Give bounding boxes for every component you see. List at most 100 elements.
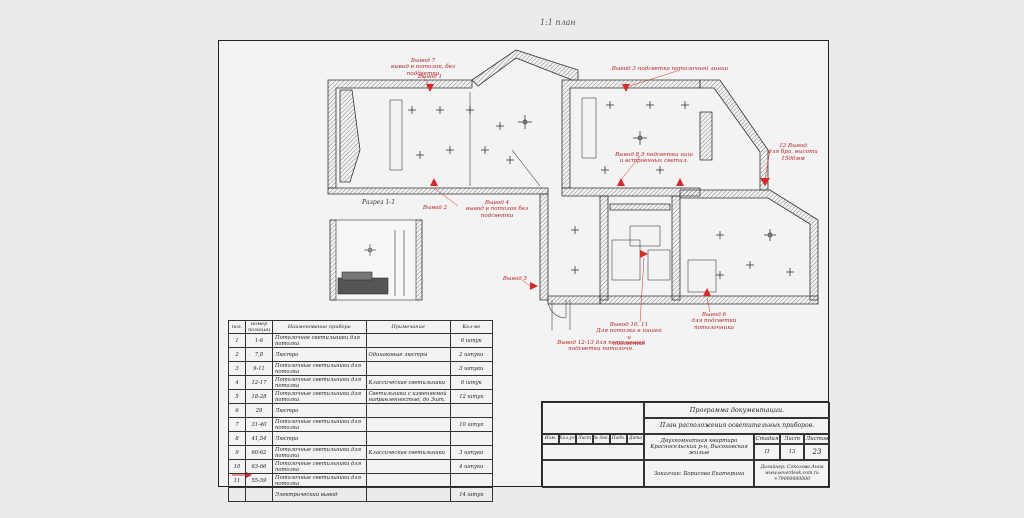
legend-cell-note: Одинаковые люстры — [365, 347, 451, 362]
legend-cell-name: Люстра — [272, 403, 367, 418]
legend-cell-note — [365, 333, 451, 348]
title-block: Программа документации. План расположени… — [541, 401, 830, 488]
legend-cell-qty — [449, 403, 494, 418]
legend-cell-pos: 29 — [244, 403, 274, 418]
object-name: Двухкомнатная квартира Красносельский р-… — [644, 434, 754, 460]
rev-col: Дата — [627, 434, 644, 444]
legend-cell-n: 8 — [228, 431, 246, 446]
legend-cell-name: Потолочное светильники для потолка — [272, 333, 367, 348]
col-header: Примечание — [365, 320, 451, 334]
footer-label: Электрический вывод — [272, 487, 367, 502]
col-header: Наименование прибора — [272, 320, 367, 334]
legend-cell-n: 6 — [228, 403, 246, 418]
legend-cell-note — [365, 473, 451, 488]
legend-arrow-cell — [228, 487, 246, 502]
legend-cell-name: Потолочные светильники для потолка — [272, 361, 367, 376]
callout-output-12: 12 Вывод для бра, высота 1500мм — [768, 143, 818, 162]
legend-cell-pos: 9-11 — [244, 361, 274, 376]
legend-cell-note: Светильники с изменяемой направленностью… — [365, 389, 451, 404]
callout-output-8-9: Вывод 8,9 подсветка ниш и встроенных све… — [615, 152, 693, 165]
callout-output-4: Вывод 4 вывод в потолок без подсветки — [465, 200, 529, 219]
col-header: номер позиции — [244, 320, 274, 334]
legend-cell-qty: 3 штуки — [449, 445, 494, 460]
rev-col: Изм. — [542, 434, 559, 444]
legend-cell-pos: 31-40 — [244, 417, 274, 432]
fixtures-legend-table: поз. номер позиции Наименование прибора … — [228, 320, 494, 502]
sheets-value: 23 — [804, 444, 830, 460]
section-label: Разрез 1-1 — [362, 199, 396, 206]
sheets-label: Листов — [804, 434, 830, 444]
callout-output-6: Вывод 6 для подсветки потолочника — [691, 312, 737, 331]
callout-output-1: Вывод 1 — [417, 74, 443, 80]
leader-lines — [417, 69, 771, 323]
legend-cell-qty: 4 штуки — [449, 459, 494, 474]
table-footer-row: Электрический вывод 14 штук — [228, 487, 494, 502]
legend-cell-note — [365, 361, 451, 376]
callout-output-7: Вывод 7 вывод в потолок, без подсветки — [390, 58, 456, 77]
legend-cell-name: Потолочные светильники для потолка — [272, 445, 367, 460]
section-view — [329, 219, 423, 301]
top-note: 1:1 план — [540, 18, 576, 27]
legend-cell-n: 3 — [228, 361, 246, 376]
legend-cell-pos: 12-17 — [244, 375, 274, 390]
customer: Заказчик: Борисова Екатерина — [644, 460, 754, 488]
legend-cell-qty: 6 штук — [449, 333, 494, 348]
legend-cell-note — [365, 417, 451, 432]
legend-cell-pos: 18-28 — [244, 389, 274, 404]
designer-info: Дизайнер: Соколова Анна www.severdesk.co… — [754, 460, 830, 488]
rev-col: Кол.уч. — [559, 434, 576, 444]
legend-cell-pos: 1-6 — [244, 333, 274, 348]
project-title: Программа документации. — [644, 402, 830, 418]
legend-cell-note — [365, 431, 451, 446]
legend-cell-pos: 41,54 — [244, 431, 274, 446]
light-fixtures — [408, 101, 794, 279]
col-header: поз. — [228, 320, 246, 334]
legend-cell-note — [365, 403, 451, 418]
legend-cell-name: Люстра — [272, 347, 367, 362]
legend-cell-note: Классические светильники — [365, 375, 451, 390]
sheet-label: Лист — [780, 434, 804, 444]
legend-cell-n: 11 — [228, 473, 246, 488]
callout-output-2: Вывод 2 — [422, 205, 448, 211]
legend-cell-n: 4 — [228, 375, 246, 390]
legend-cell-qty: 2 штуки — [449, 347, 494, 362]
rev-col: Лист — [576, 434, 593, 444]
legend-cell-pos: 60-62 — [244, 445, 274, 460]
legend-cell-n: 7 — [228, 417, 246, 432]
legend-cell-n: 5 — [228, 389, 246, 404]
legend-cell-name: Потолочные светильники для потолка — [272, 375, 367, 390]
stage-value: П — [754, 444, 780, 460]
legend-cell-qty: 3 штуки — [449, 361, 494, 376]
legend-cell-qty: 10 штук — [449, 417, 494, 432]
legend-cell-n: 2 — [228, 347, 246, 362]
legend-cell-qty — [449, 431, 494, 446]
legend-cell-pos: 7,8 — [244, 347, 274, 362]
table-header-row: поз. номер позиции Наименование прибора … — [228, 320, 494, 334]
legend-cell-name: Люстра — [272, 431, 367, 446]
legend-cell-name: Потолочные светильники для потолка — [272, 417, 367, 432]
callout-output-12-13: Вывод 12-13 для потолочной подсветки пот… — [557, 340, 645, 353]
legend-cell-name: Потолочные светильники для потолка — [272, 389, 367, 404]
stage-label: Стадия — [754, 434, 780, 444]
walls — [327, 49, 819, 305]
rev-col: Подп. — [610, 434, 627, 444]
sheet-title: План расположения осветительных приборов… — [644, 418, 830, 434]
output-arrows — [426, 84, 770, 296]
rev-col: № док. — [593, 434, 610, 444]
legend-cell-n: 10 — [228, 459, 246, 474]
legend-cell-name: Потолочные светильники для потолка — [272, 473, 367, 488]
footer-qty: 14 штук — [449, 487, 494, 502]
legend-cell-name: Потолочные светильники для потолка — [272, 459, 367, 474]
